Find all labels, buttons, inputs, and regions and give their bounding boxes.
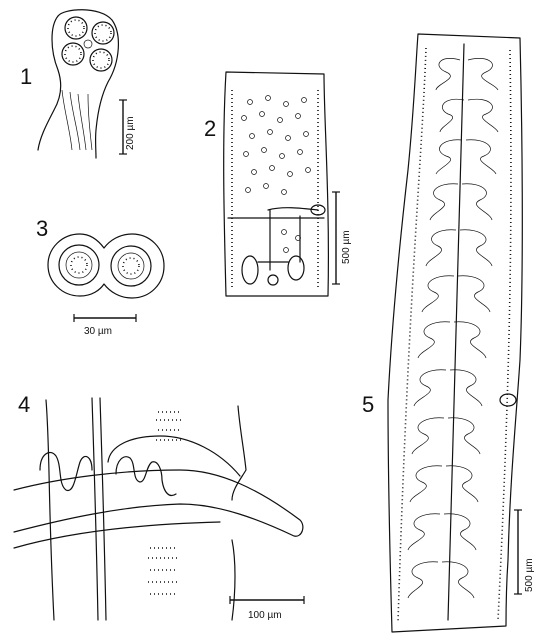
figure-1-scale-label: 200 µm: [125, 116, 136, 150]
figure-5-scale-label: 500 µm: [524, 558, 535, 592]
figure-2-proglottid: [223, 71, 340, 297]
figure-1-label: 1: [20, 64, 32, 89]
figure-4-label: 4: [18, 392, 30, 417]
sucker: [61, 42, 85, 66]
figure-4-genital-region: [13, 397, 305, 621]
sucker: [89, 48, 113, 72]
figure-2-scale-label: 500 µm: [341, 230, 352, 264]
figure-2-label: 2: [204, 116, 216, 141]
figure-3-label: 3: [36, 216, 48, 241]
figure-5-gravid-proglottid: [387, 33, 523, 633]
sucker: [64, 16, 88, 40]
sucker: [91, 21, 115, 45]
figure-3-egg-capsule: [47, 233, 165, 322]
figure-4-scale-label: 100 µm: [248, 610, 282, 621]
figure-5-label: 5: [362, 392, 374, 417]
figure-3-scale-label: 30 µm: [84, 326, 112, 337]
figure-1-scolex: [37, 9, 127, 159]
